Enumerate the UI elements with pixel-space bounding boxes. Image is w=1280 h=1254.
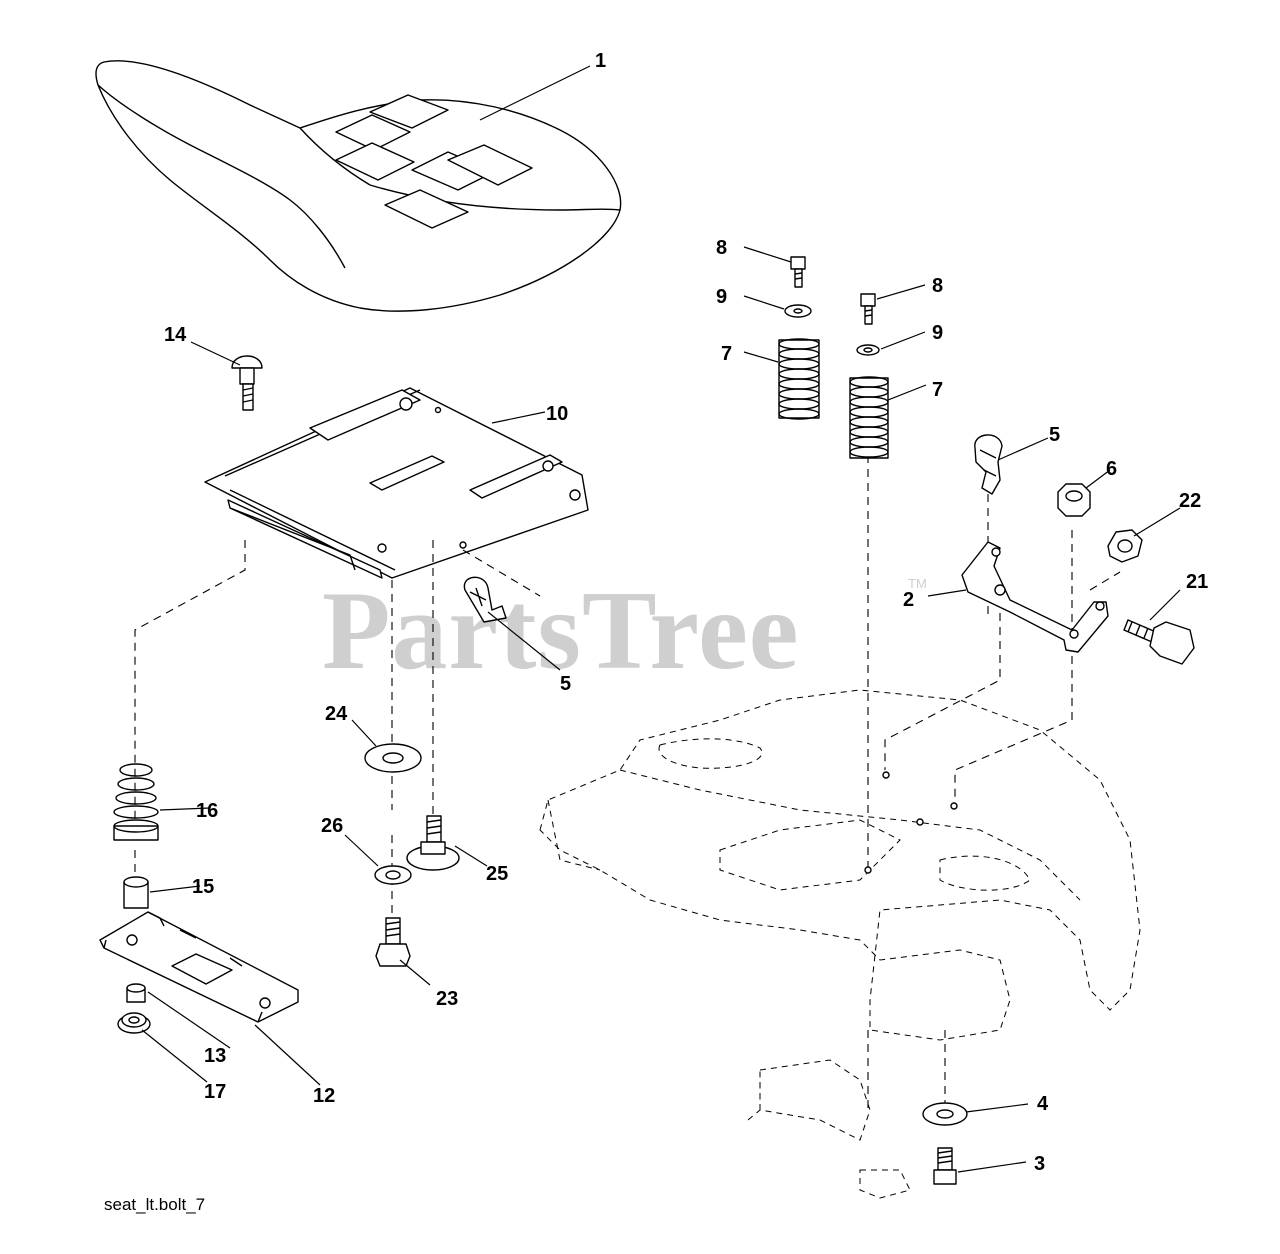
shoulder-bolt-part[interactable] xyxy=(406,815,460,871)
callout-3: 3 xyxy=(1034,1153,1045,1175)
spring-left-part[interactable] xyxy=(778,338,820,420)
small-nut-part[interactable] xyxy=(126,983,146,1003)
watermark-trademark: TM xyxy=(908,576,927,591)
callout-17: 17 xyxy=(204,1081,226,1103)
large-washer-part[interactable] xyxy=(364,743,422,773)
callout-13: 13 xyxy=(204,1045,226,1067)
callout-9-right: 9 xyxy=(932,322,943,344)
bolt-bottom-part[interactable] xyxy=(933,1147,957,1185)
diagram-filename: seat_lt.bolt_7 xyxy=(104,1195,205,1214)
callout-5-left: 5 xyxy=(560,673,571,695)
bracket-part[interactable] xyxy=(961,541,1109,653)
callout-7-left: 7 xyxy=(721,343,732,365)
clip-right-part[interactable] xyxy=(974,434,1003,495)
callout-23: 23 xyxy=(436,988,458,1010)
callout-25: 25 xyxy=(486,863,508,885)
callout-6: 6 xyxy=(1106,458,1117,480)
callout-5-right: 5 xyxy=(1049,424,1060,446)
washer-bottom-part[interactable] xyxy=(922,1102,968,1126)
spring-right-part[interactable] xyxy=(849,376,889,459)
split-washer-part[interactable] xyxy=(374,865,412,885)
callout-2: 2 xyxy=(903,589,914,611)
lock-nut-part[interactable] xyxy=(1107,529,1143,563)
nut-part[interactable] xyxy=(1057,483,1091,517)
callout-24: 24 xyxy=(325,703,348,725)
callout-14: 14 xyxy=(164,324,187,346)
callout-10: 10 xyxy=(546,403,568,425)
callout-26: 26 xyxy=(321,815,343,837)
callout-1: 1 xyxy=(595,50,606,72)
tractor-frame-ghost xyxy=(539,689,1141,1199)
callout-16: 16 xyxy=(196,800,218,822)
washer-top-right-part[interactable] xyxy=(856,344,880,356)
callout-4: 4 xyxy=(1037,1093,1049,1115)
callout-12: 12 xyxy=(313,1085,335,1107)
watermark: PartsTree TM xyxy=(322,569,927,693)
seat-part[interactable] xyxy=(95,60,622,312)
leader-lines xyxy=(141,65,1181,1173)
callout-7-right: 7 xyxy=(932,379,943,401)
slide-plate-part[interactable] xyxy=(99,911,299,1023)
callout-21: 21 xyxy=(1186,571,1208,593)
flange-nut-part[interactable] xyxy=(117,1012,151,1034)
watermark-text: PartsTree xyxy=(322,569,800,693)
callout-8-left: 8 xyxy=(716,237,727,259)
callout-15: 15 xyxy=(192,876,214,898)
callout-8-right: 8 xyxy=(932,275,943,297)
small-spring-part[interactable] xyxy=(113,763,159,841)
callout-labels: 1 2 3 4 5 5 6 7 7 8 8 9 9 10 12 13 14 15… xyxy=(164,50,1208,1175)
callout-22: 22 xyxy=(1179,490,1201,512)
assembly-guide-lines xyxy=(134,455,1121,1110)
knob-bolt-part[interactable] xyxy=(1123,619,1195,665)
washer-top-left-part[interactable] xyxy=(784,304,812,318)
spacer-part[interactable] xyxy=(123,876,149,909)
callout-9-left: 9 xyxy=(716,286,727,308)
seat-pan-part[interactable] xyxy=(204,387,589,579)
carriage-bolt-part[interactable] xyxy=(231,355,263,411)
clip-left-part[interactable] xyxy=(463,576,507,623)
bolt-top-left-part[interactable] xyxy=(790,256,806,288)
hex-bolt-part[interactable] xyxy=(375,917,411,967)
bolt-top-right-part[interactable] xyxy=(860,293,876,325)
